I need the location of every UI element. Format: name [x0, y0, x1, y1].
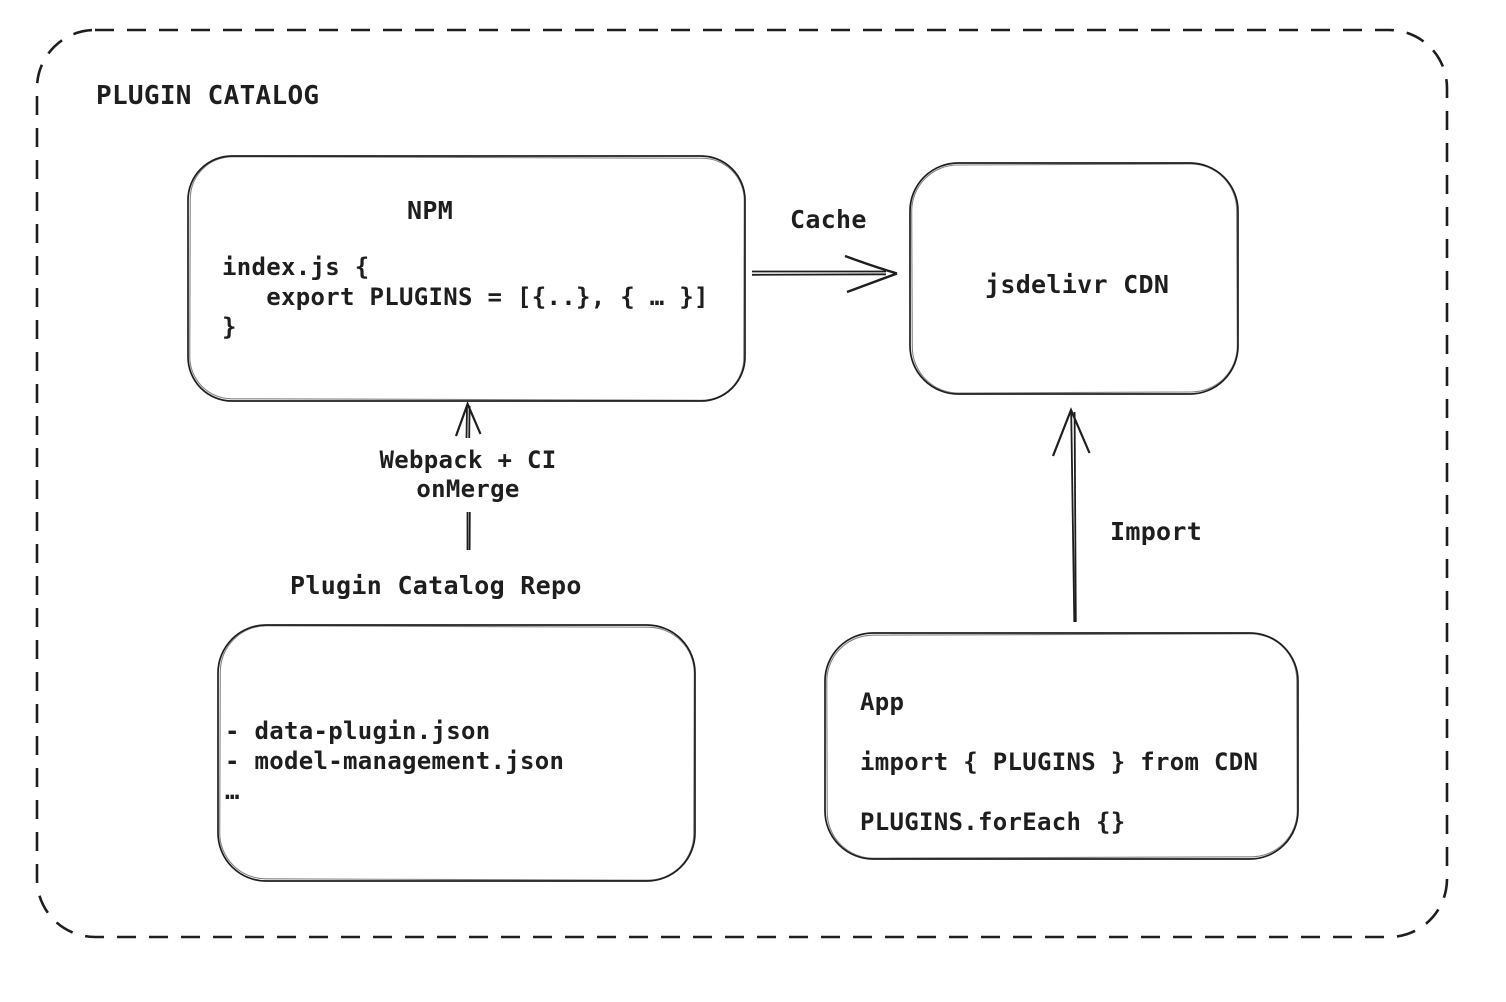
import-arrow-label: Import: [1110, 517, 1203, 546]
repo-box: [217, 624, 696, 882]
npm-box-title: NPM: [407, 196, 454, 225]
cdn-box: [909, 162, 1239, 395]
build-arrow-label: Webpack + CI onMerge: [379, 446, 557, 503]
cache-arrow: [751, 254, 898, 294]
cdn-box-label: jsdelivr CDN: [985, 270, 1170, 299]
app-box: [824, 632, 1299, 860]
repo-file-list: - data-plugin.json - model-management.js…: [225, 717, 565, 805]
npm-box: [187, 155, 746, 402]
plugin-catalog-frame: [35, 28, 1449, 939]
import-arrow: [1051, 407, 1091, 623]
build-arrow: [454, 401, 482, 551]
cache-arrow-label: Cache: [790, 205, 867, 234]
diagram-title: PLUGIN CATALOG: [96, 81, 320, 111]
app-box-text: App import { PLUGINS } from CDN PLUGINS.…: [860, 688, 1259, 836]
repo-heading: Plugin Catalog Repo: [290, 571, 582, 600]
npm-box-code: index.js { export PLUGINS = [{..}, { … }…: [222, 253, 709, 341]
